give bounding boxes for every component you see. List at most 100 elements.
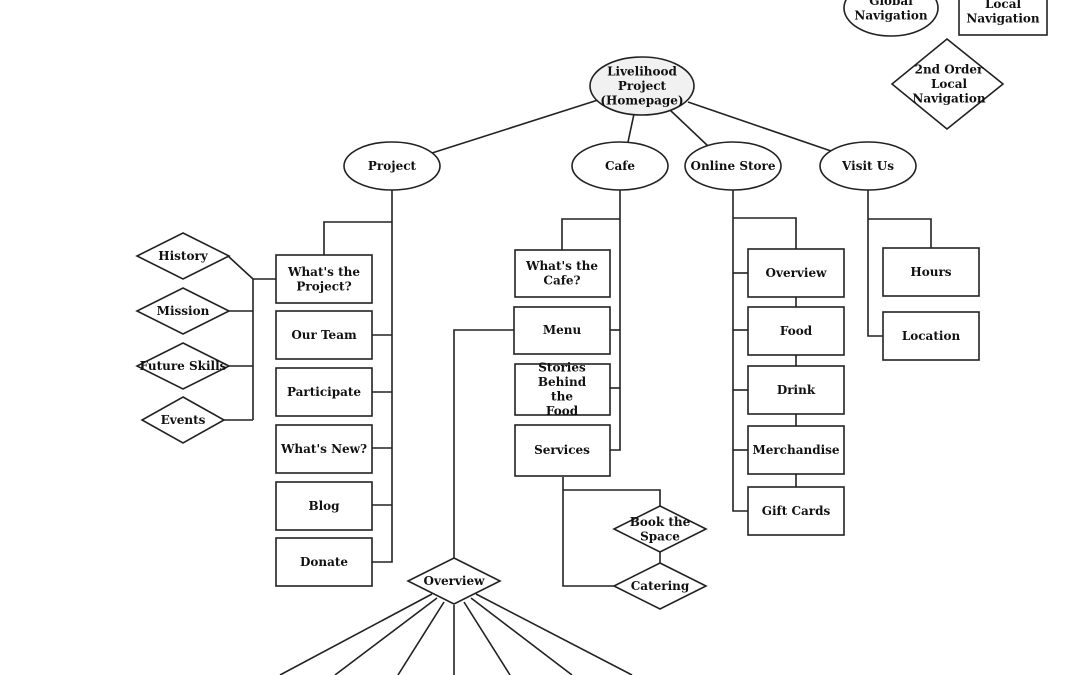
whats-the-cafe-shape [514, 249, 611, 298]
label-line: History [158, 249, 209, 263]
node-location[interactable]: Location [882, 311, 980, 361]
participate-shape [275, 367, 373, 417]
label-line: Global [869, 0, 913, 8]
label-line: Navigation [912, 92, 986, 106]
label-line: Food [546, 404, 579, 418]
node-events[interactable]: Events [140, 396, 226, 444]
label-line: 2nd Order [915, 63, 984, 77]
label-line: Merchandise [752, 443, 839, 457]
label-line: Navigation [854, 8, 928, 22]
gift-cards-shape [747, 486, 845, 536]
cafe-shape [571, 141, 669, 191]
online-store-label: Online Store [690, 159, 775, 173]
label-line: Future Skills [140, 359, 227, 373]
label-line: Online Store [690, 159, 775, 173]
project-label: Project [368, 159, 417, 173]
node-services[interactable]: Services [514, 424, 611, 477]
legend-global-shape [843, 0, 939, 37]
node-participate[interactable]: Participate [275, 367, 373, 417]
label-line: Stories [538, 360, 586, 374]
menu-overview-label: Overview [424, 574, 486, 588]
label-line: Project [368, 159, 417, 173]
label-line: Drink [777, 383, 816, 397]
label-line: Donate [300, 555, 348, 569]
label-line: Location [902, 329, 961, 343]
label-line: Overview [424, 574, 486, 588]
store-overview-shape [747, 248, 845, 298]
label-line: Space [640, 529, 680, 543]
node-hours[interactable]: Hours [882, 247, 980, 297]
mission-label: Mission [157, 304, 210, 318]
node-catering[interactable]: Catering [612, 562, 708, 610]
menu-label: Menu [543, 323, 582, 337]
label-line: (Homepage) [600, 94, 683, 108]
blog-label: Blog [308, 499, 340, 513]
label-line: Book the [630, 515, 691, 529]
whats-new-shape [275, 424, 373, 474]
label-line: Visit Us [841, 159, 894, 173]
node-food[interactable]: Food [747, 306, 845, 356]
label-line: Project? [296, 279, 351, 293]
online-store-shape [684, 141, 782, 191]
our-team-shape [275, 310, 373, 360]
label-line: What's the [525, 259, 598, 273]
label-line: Food [780, 324, 813, 338]
label-line: Menu [543, 323, 582, 337]
label-line: Livelihood [607, 65, 677, 79]
label-line: What's the [287, 265, 360, 279]
label-line: Local [931, 77, 968, 91]
label-line: Catering [631, 579, 690, 593]
node-blog[interactable]: Blog [275, 481, 373, 531]
label-line: Services [534, 443, 590, 457]
store-overview-label: Overview [766, 266, 828, 280]
node-our-team[interactable]: Our Team [275, 310, 373, 360]
node-store-overview[interactable]: Overview [747, 248, 845, 298]
node-menu[interactable]: Menu [513, 306, 611, 355]
legend-2nd-order-shape [890, 37, 1005, 131]
node-mission[interactable]: Mission [135, 287, 231, 335]
gift-cards-label: Gift Cards [762, 504, 831, 518]
hours-shape [882, 247, 980, 297]
label-line: Project [618, 79, 667, 93]
node-whats-new[interactable]: What's New? [275, 424, 373, 474]
node-visit-us[interactable]: Visit Us [819, 141, 917, 191]
node-drink[interactable]: Drink [747, 365, 845, 415]
connector-lines [224, 99, 932, 675]
future-skills-shape [135, 342, 231, 390]
label-line: Overview [766, 266, 828, 280]
cafe-label: Cafe [605, 159, 635, 173]
history-label: History [158, 249, 209, 263]
history-shape [135, 232, 231, 280]
node-merchandise[interactable]: Merchandise [747, 425, 845, 475]
whats-the-project-shape [275, 254, 373, 304]
node-history[interactable]: History [135, 232, 231, 280]
node-gift-cards[interactable]: Gift Cards [747, 486, 845, 536]
label-line: Gift Cards [762, 504, 831, 518]
node-project[interactable]: Project [343, 141, 441, 191]
node-cafe[interactable]: Cafe [571, 141, 669, 191]
services-label: Services [534, 443, 590, 457]
visit-us-shape [819, 141, 917, 191]
food-shape [747, 306, 845, 356]
node-future-skills[interactable]: Future Skills [135, 342, 231, 390]
node-online-store[interactable]: Online Store [684, 141, 782, 191]
label-line: Cafe? [543, 273, 580, 287]
node-menu-overview[interactable]: Overview [406, 557, 502, 605]
our-team-label: Our Team [291, 328, 357, 342]
label-line: Participate [287, 385, 361, 399]
donate-label: Donate [300, 555, 348, 569]
node-donate[interactable]: Donate [275, 537, 373, 587]
